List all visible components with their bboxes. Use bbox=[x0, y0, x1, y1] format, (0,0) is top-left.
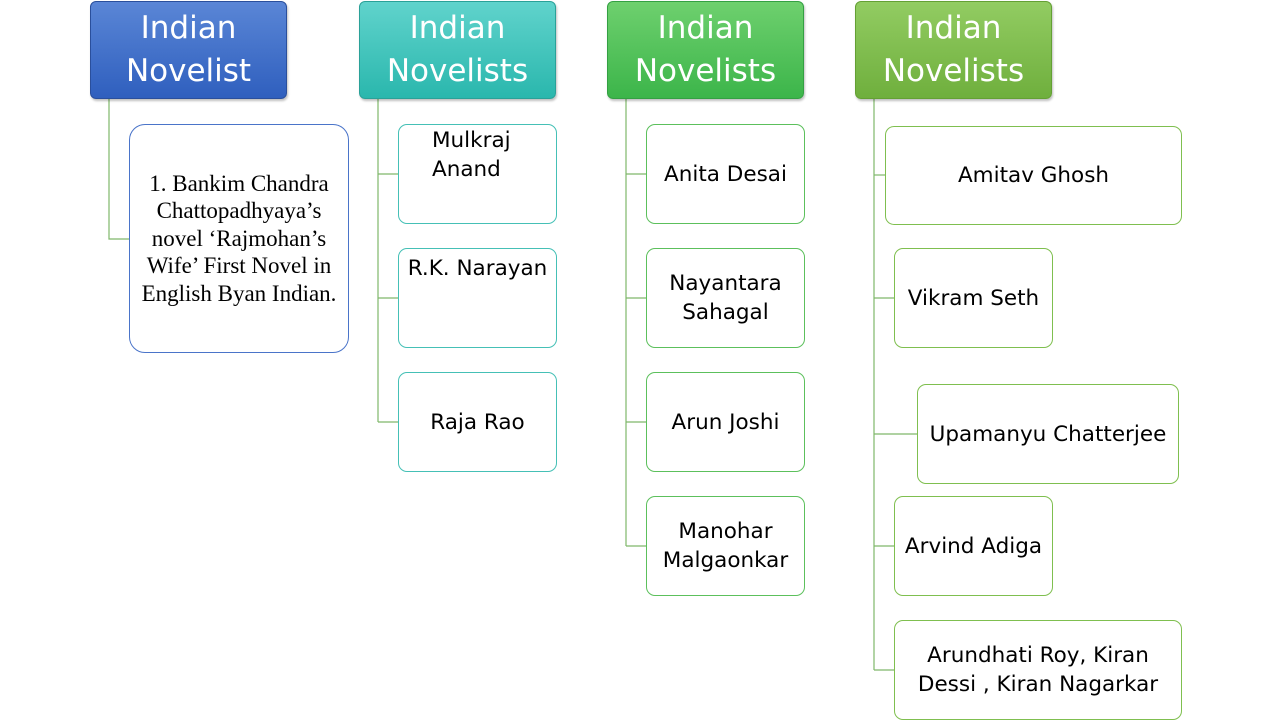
column-3-header: Indian Novelists bbox=[607, 1, 804, 99]
novelist-node-text: Vikram Seth bbox=[907, 285, 1040, 311]
novelist-node: Arundhati Roy, Kiran Dessi , Kiran Nagar… bbox=[894, 620, 1182, 720]
column-1-header: Indian Novelist bbox=[90, 1, 287, 99]
novelist-node-text: Upamanyu Chatterjee bbox=[929, 421, 1167, 447]
novelist-node: Upamanyu Chatterjee bbox=[917, 384, 1179, 484]
novelist-node: Anita Desai bbox=[646, 124, 805, 224]
novelist-node: Raja Rao bbox=[398, 372, 557, 472]
novelist-node-text: Raja Rao bbox=[430, 409, 525, 435]
novelist-node: Vikram Seth bbox=[894, 248, 1053, 348]
novelist-node-text: Mulkraj Anand bbox=[432, 128, 511, 182]
novelist-node-text: Arvind Adiga bbox=[904, 533, 1043, 559]
novelist-node: Amitav Ghosh bbox=[885, 126, 1182, 225]
novelist-node-text: R.K. Narayan bbox=[407, 256, 548, 281]
novelist-node: Mulkraj Anand bbox=[398, 124, 557, 224]
column-4-header: Indian Novelists bbox=[855, 1, 1052, 99]
novelist-node-text: Arundhati Roy, Kiran Dessi , Kiran Nagar… bbox=[917, 643, 1159, 697]
column-2-header: Indian Novelists bbox=[359, 1, 556, 99]
novelist-node-text: Anita Desai bbox=[664, 161, 787, 187]
novelist-node: 1. Bankim Chandra Chattopadhyaya’s novel… bbox=[129, 124, 349, 353]
novelist-node: R.K. Narayan bbox=[398, 248, 557, 348]
novelist-node: Nayantara Sahagal bbox=[646, 248, 805, 348]
novelist-node-text: Nayantara Sahagal bbox=[669, 271, 782, 325]
novelist-node-text: 1. Bankim Chandra Chattopadhyaya’s novel… bbox=[141, 170, 337, 306]
novelist-node: Arun Joshi bbox=[646, 372, 805, 472]
column-1-title: Indian Novelist bbox=[125, 10, 252, 89]
column-2-title: Indian Novelists bbox=[386, 10, 529, 89]
novelist-node-text: Arun Joshi bbox=[671, 409, 780, 435]
column-3-title: Indian Novelists bbox=[634, 10, 777, 89]
column-4-title: Indian Novelists bbox=[882, 10, 1025, 89]
novelist-node-text: Manohar Malgaonkar bbox=[662, 519, 789, 573]
novelist-node: Manohar Malgaonkar bbox=[646, 496, 805, 596]
novelist-node: Arvind Adiga bbox=[894, 496, 1053, 596]
novelist-node-text: Amitav Ghosh bbox=[957, 163, 1110, 188]
